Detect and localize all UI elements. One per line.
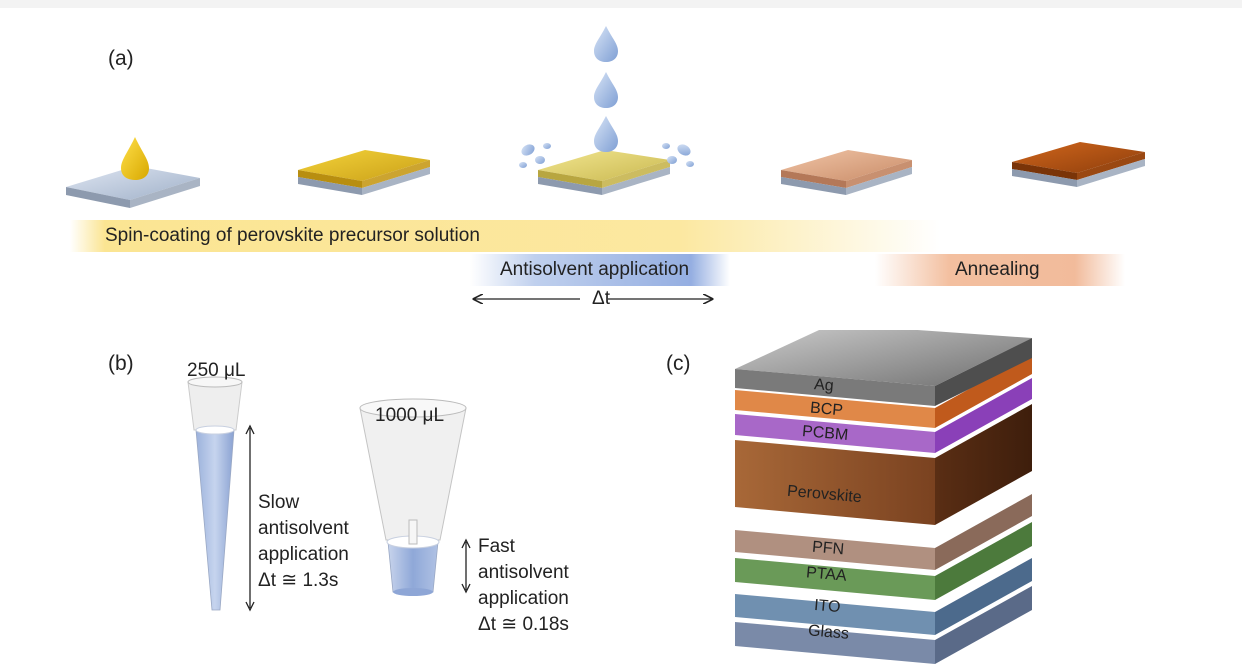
annealing-label: Annealing <box>955 259 1040 280</box>
fast-description: Fast antisolvent application Δt ≅ 0.18s <box>478 534 569 638</box>
fast-line-2: antisolvent <box>478 562 569 583</box>
glass-label: Glass <box>807 622 850 643</box>
pipettes-illustration <box>187 376 471 612</box>
pfn-layer <box>735 494 1032 570</box>
spin-coating-band: Spin-coating of perovskite precursor sol… <box>70 220 940 252</box>
slow-line-1: Slow <box>258 492 300 513</box>
large-pipette-icon <box>359 398 467 596</box>
small-pipette-icon <box>187 376 243 611</box>
ito-label: ITO <box>813 596 842 617</box>
delta-t-label: Δt <box>592 288 610 309</box>
small-volume-label: 250 μL <box>187 360 246 381</box>
glass-layer <box>735 586 1032 664</box>
top-bar <box>0 0 1242 8</box>
pcbm-layer <box>735 378 1032 453</box>
antisolvent-band: Antisolvent application <box>470 254 730 286</box>
ito-layer <box>735 558 1032 635</box>
slow-line-4: Δt ≅ 1.3s <box>258 570 339 591</box>
bcp-label: BCP <box>809 399 844 420</box>
substrate-sequence <box>66 26 1145 208</box>
panel-c-label: (c) <box>666 352 691 375</box>
fast-line-4: Δt ≅ 0.18s <box>478 614 569 635</box>
large-volume-label: 1000 μL <box>375 405 445 426</box>
pfn-label: PFN <box>811 538 845 559</box>
bcp-layer <box>735 354 1032 428</box>
ptaa-label: PTAA <box>805 564 848 585</box>
delta-t-arrow <box>468 288 718 314</box>
annealed-substrate <box>1012 142 1145 187</box>
fast-line-3: application <box>478 588 569 609</box>
ag-layer <box>735 330 1032 406</box>
slow-description: Slow antisolvent application Δt ≅ 1.3s <box>258 490 349 594</box>
slow-line-2: antisolvent <box>258 518 349 539</box>
antisolvent-drops-icon <box>519 26 694 168</box>
panel-a-label: (a) <box>108 47 134 70</box>
coated-substrate <box>298 150 430 195</box>
ag-label: Ag <box>813 376 835 395</box>
panel-b-label: (b) <box>108 352 134 375</box>
bare-substrate <box>66 166 200 208</box>
perovskite-layer <box>735 404 1032 525</box>
device-stack <box>735 330 1032 664</box>
fast-duration-arrow <box>461 538 471 594</box>
precursor-drop-icon <box>121 137 149 180</box>
spin-coating-label: Spin-coating of perovskite precursor sol… <box>105 225 480 246</box>
ptaa-layer <box>735 522 1032 600</box>
intermediate-substrate <box>781 150 912 195</box>
fast-line-1: Fast <box>478 536 515 557</box>
slow-duration-arrow <box>245 424 255 612</box>
slow-line-3: application <box>258 544 349 565</box>
antisolvent-label: Antisolvent application <box>500 259 690 280</box>
annealing-band: Annealing <box>875 254 1125 286</box>
antisolvent-substrate <box>538 150 670 195</box>
